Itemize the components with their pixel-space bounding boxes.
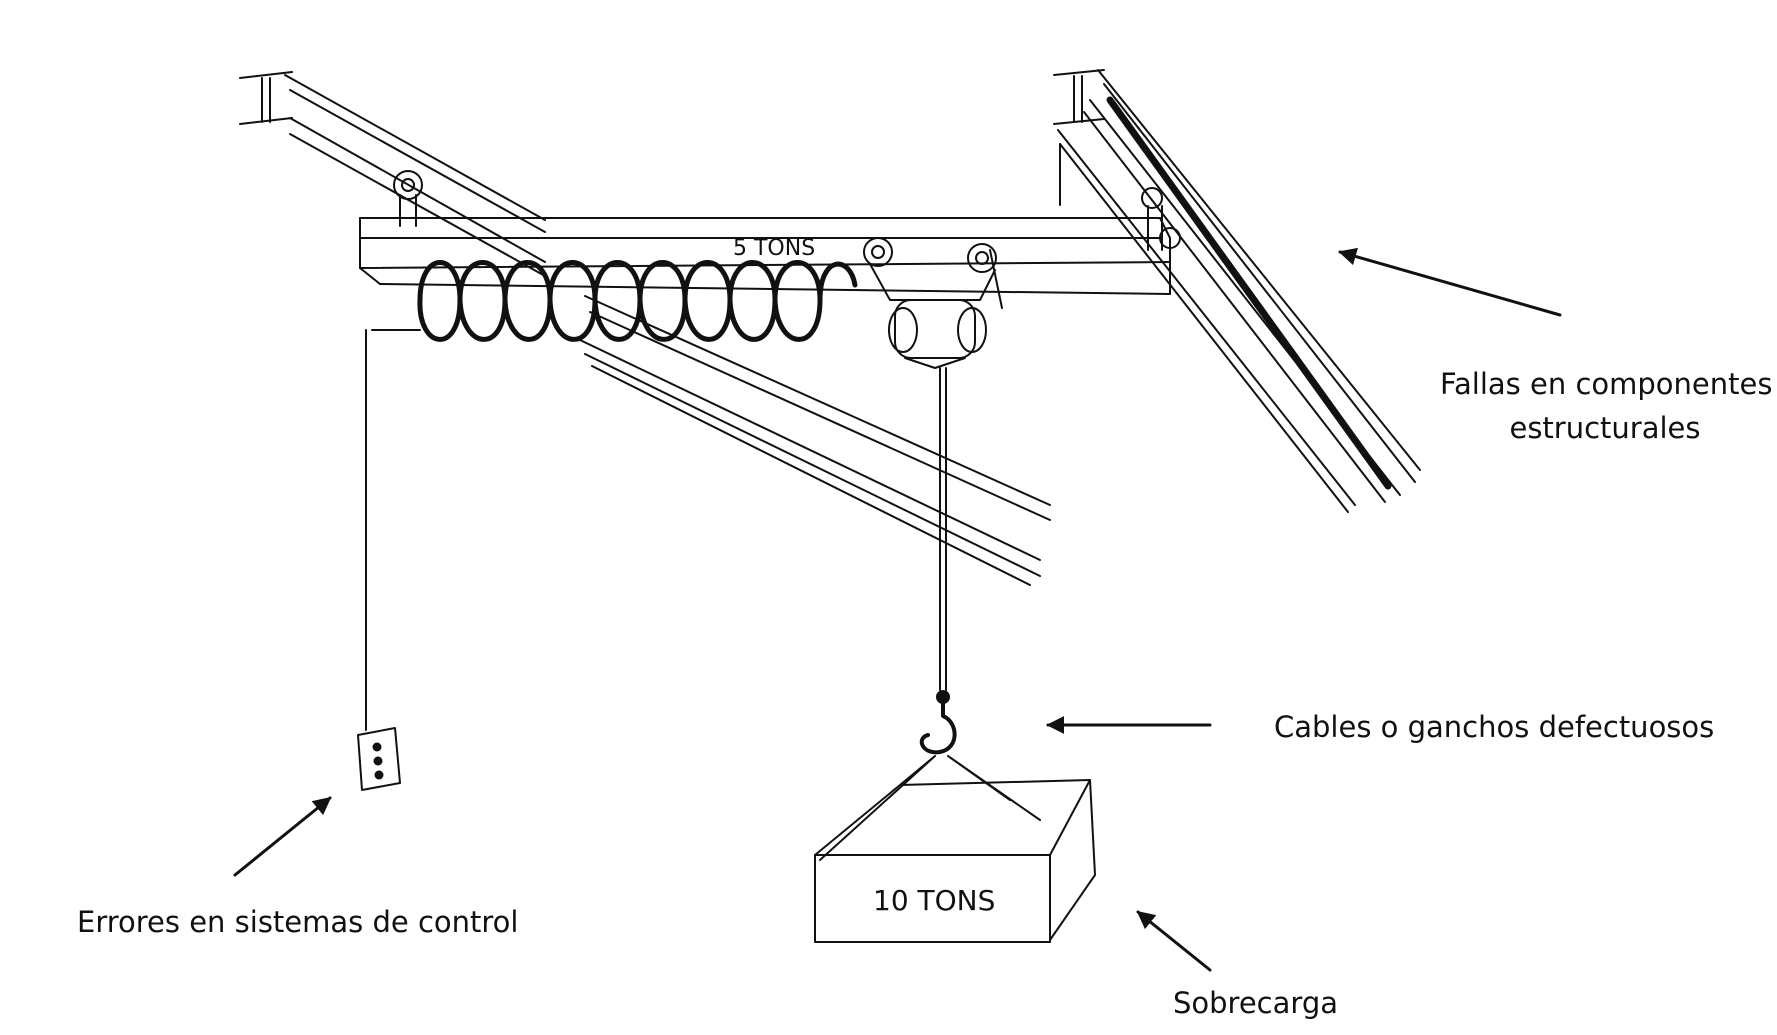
- left-runway-rail: [239, 71, 1051, 586]
- control-pendant: [357, 727, 401, 791]
- hoist: [863, 237, 1003, 369]
- festoon-cable: [417, 260, 858, 342]
- right-end-truck: [1141, 187, 1181, 251]
- beam-capacity-label: 5 TONS: [733, 236, 816, 261]
- label-control-errors: Errores en sistemas de control: [77, 905, 519, 939]
- arrow-control: [233, 796, 332, 877]
- label-structural-line-1: Fallas en componentes: [1440, 367, 1773, 401]
- label-structural-failures: Fallas en componentes estructurales: [1440, 362, 1773, 450]
- right-runway-rail: [1053, 69, 1421, 513]
- label-cables-hooks: Cables o ganchos defectuosos: [1274, 710, 1715, 744]
- hook-icon: [919, 701, 957, 755]
- arrow-overload: [1136, 910, 1212, 972]
- left-end-truck: [393, 170, 423, 227]
- load-box: [814, 779, 1096, 943]
- arrow-structural: [1338, 247, 1562, 317]
- load-weight-label: 10 TONS: [873, 884, 996, 917]
- label-structural-line-2: estructurales: [1509, 411, 1701, 445]
- sling: [819, 755, 1041, 861]
- label-overload: Sobrecarga: [1173, 986, 1338, 1020]
